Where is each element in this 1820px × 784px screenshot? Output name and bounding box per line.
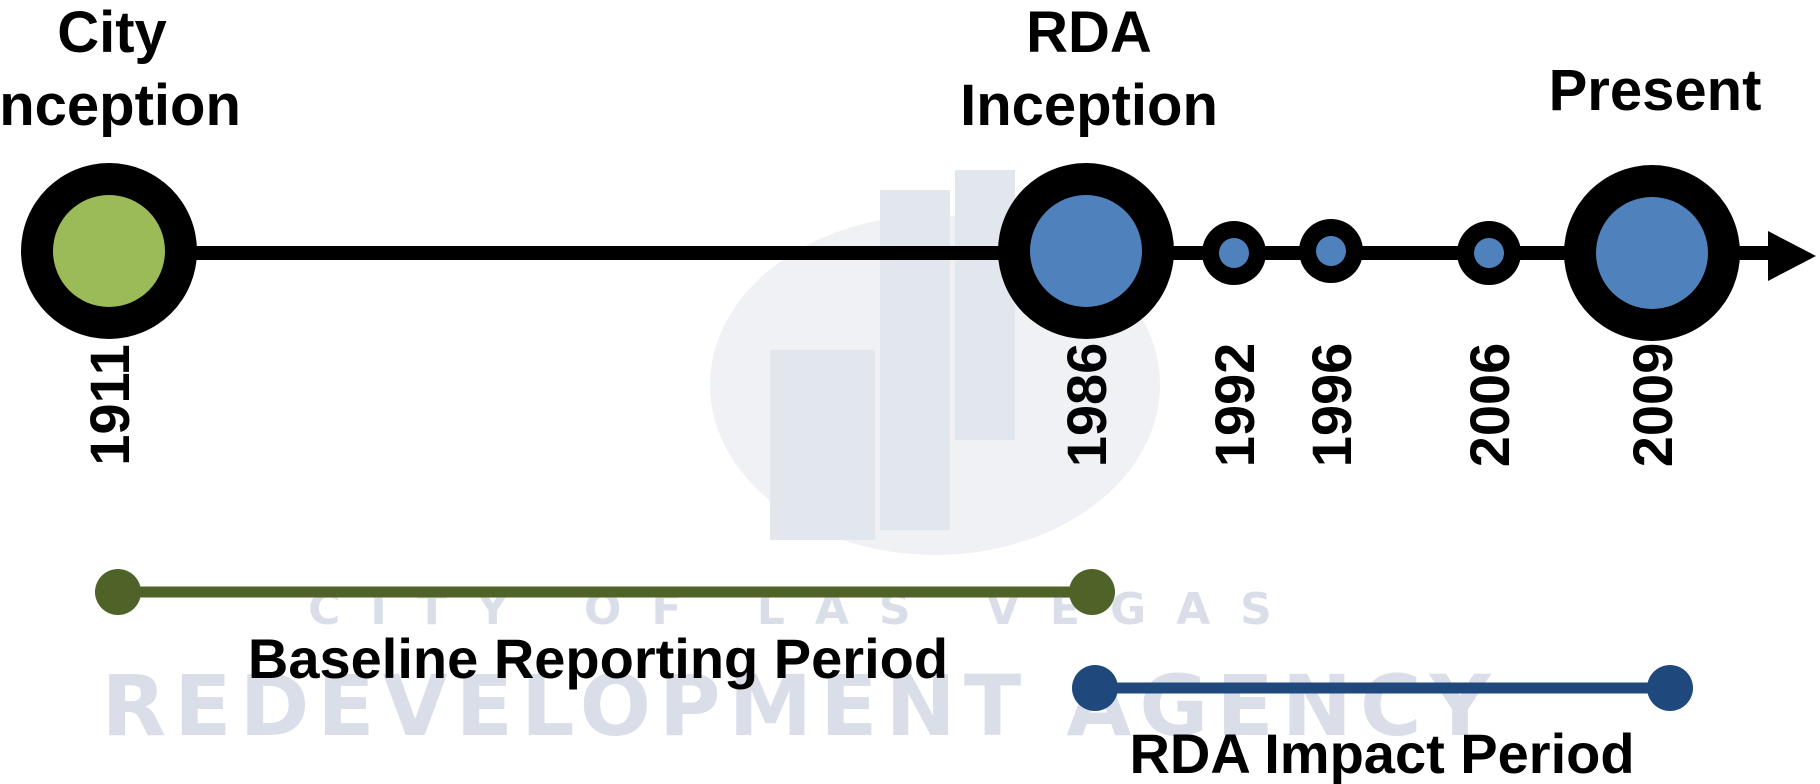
- event-2006: 2006: [1457, 221, 1521, 467]
- watermark-building-left: [770, 350, 875, 540]
- event-2009: 2009 Present: [1549, 58, 1762, 467]
- axis-arrowhead: [1768, 231, 1816, 281]
- event-label-line: Inception: [0, 73, 241, 138]
- impact-period: RDA Impact Period: [1072, 665, 1693, 784]
- event-year: 2009: [1621, 343, 1684, 468]
- baseline-period-end-dot: [1069, 569, 1115, 615]
- event-label-line: RDA: [1026, 0, 1152, 65]
- event-dot: [1030, 195, 1142, 307]
- event-year: 1986: [1055, 343, 1118, 468]
- baseline-period-label: Baseline Reporting Period: [248, 627, 948, 690]
- event-1996: 1996: [1299, 219, 1363, 467]
- event-year: 1996: [1300, 343, 1363, 468]
- event-dot: [1474, 238, 1504, 268]
- event-year: 2006: [1458, 343, 1521, 468]
- watermark-building-center: [880, 190, 950, 530]
- event-label-line: Inception: [960, 73, 1218, 138]
- event-1986: 1986 RDA Inception: [960, 0, 1218, 467]
- event-year: 1992: [1203, 343, 1266, 468]
- event-label-line: Present: [1549, 58, 1762, 123]
- event-dot: [53, 195, 165, 307]
- impact-period-label: RDA Impact Period: [1129, 722, 1634, 784]
- event-dot: [1316, 236, 1346, 266]
- event-dot: [1219, 238, 1249, 268]
- event-1992: 1992: [1202, 221, 1266, 467]
- watermark-building-right: [955, 170, 1015, 440]
- impact-period-end-dot: [1647, 665, 1693, 711]
- event-dot: [1596, 197, 1708, 309]
- impact-period-start-dot: [1072, 665, 1118, 711]
- event-label-line: City: [57, 0, 167, 65]
- baseline-period: Baseline Reporting Period: [95, 569, 1115, 690]
- event-year: 1911: [78, 344, 141, 466]
- watermark-line2: REDEVELOPMENT AGENCY: [102, 657, 1499, 755]
- baseline-period-start-dot: [95, 569, 141, 615]
